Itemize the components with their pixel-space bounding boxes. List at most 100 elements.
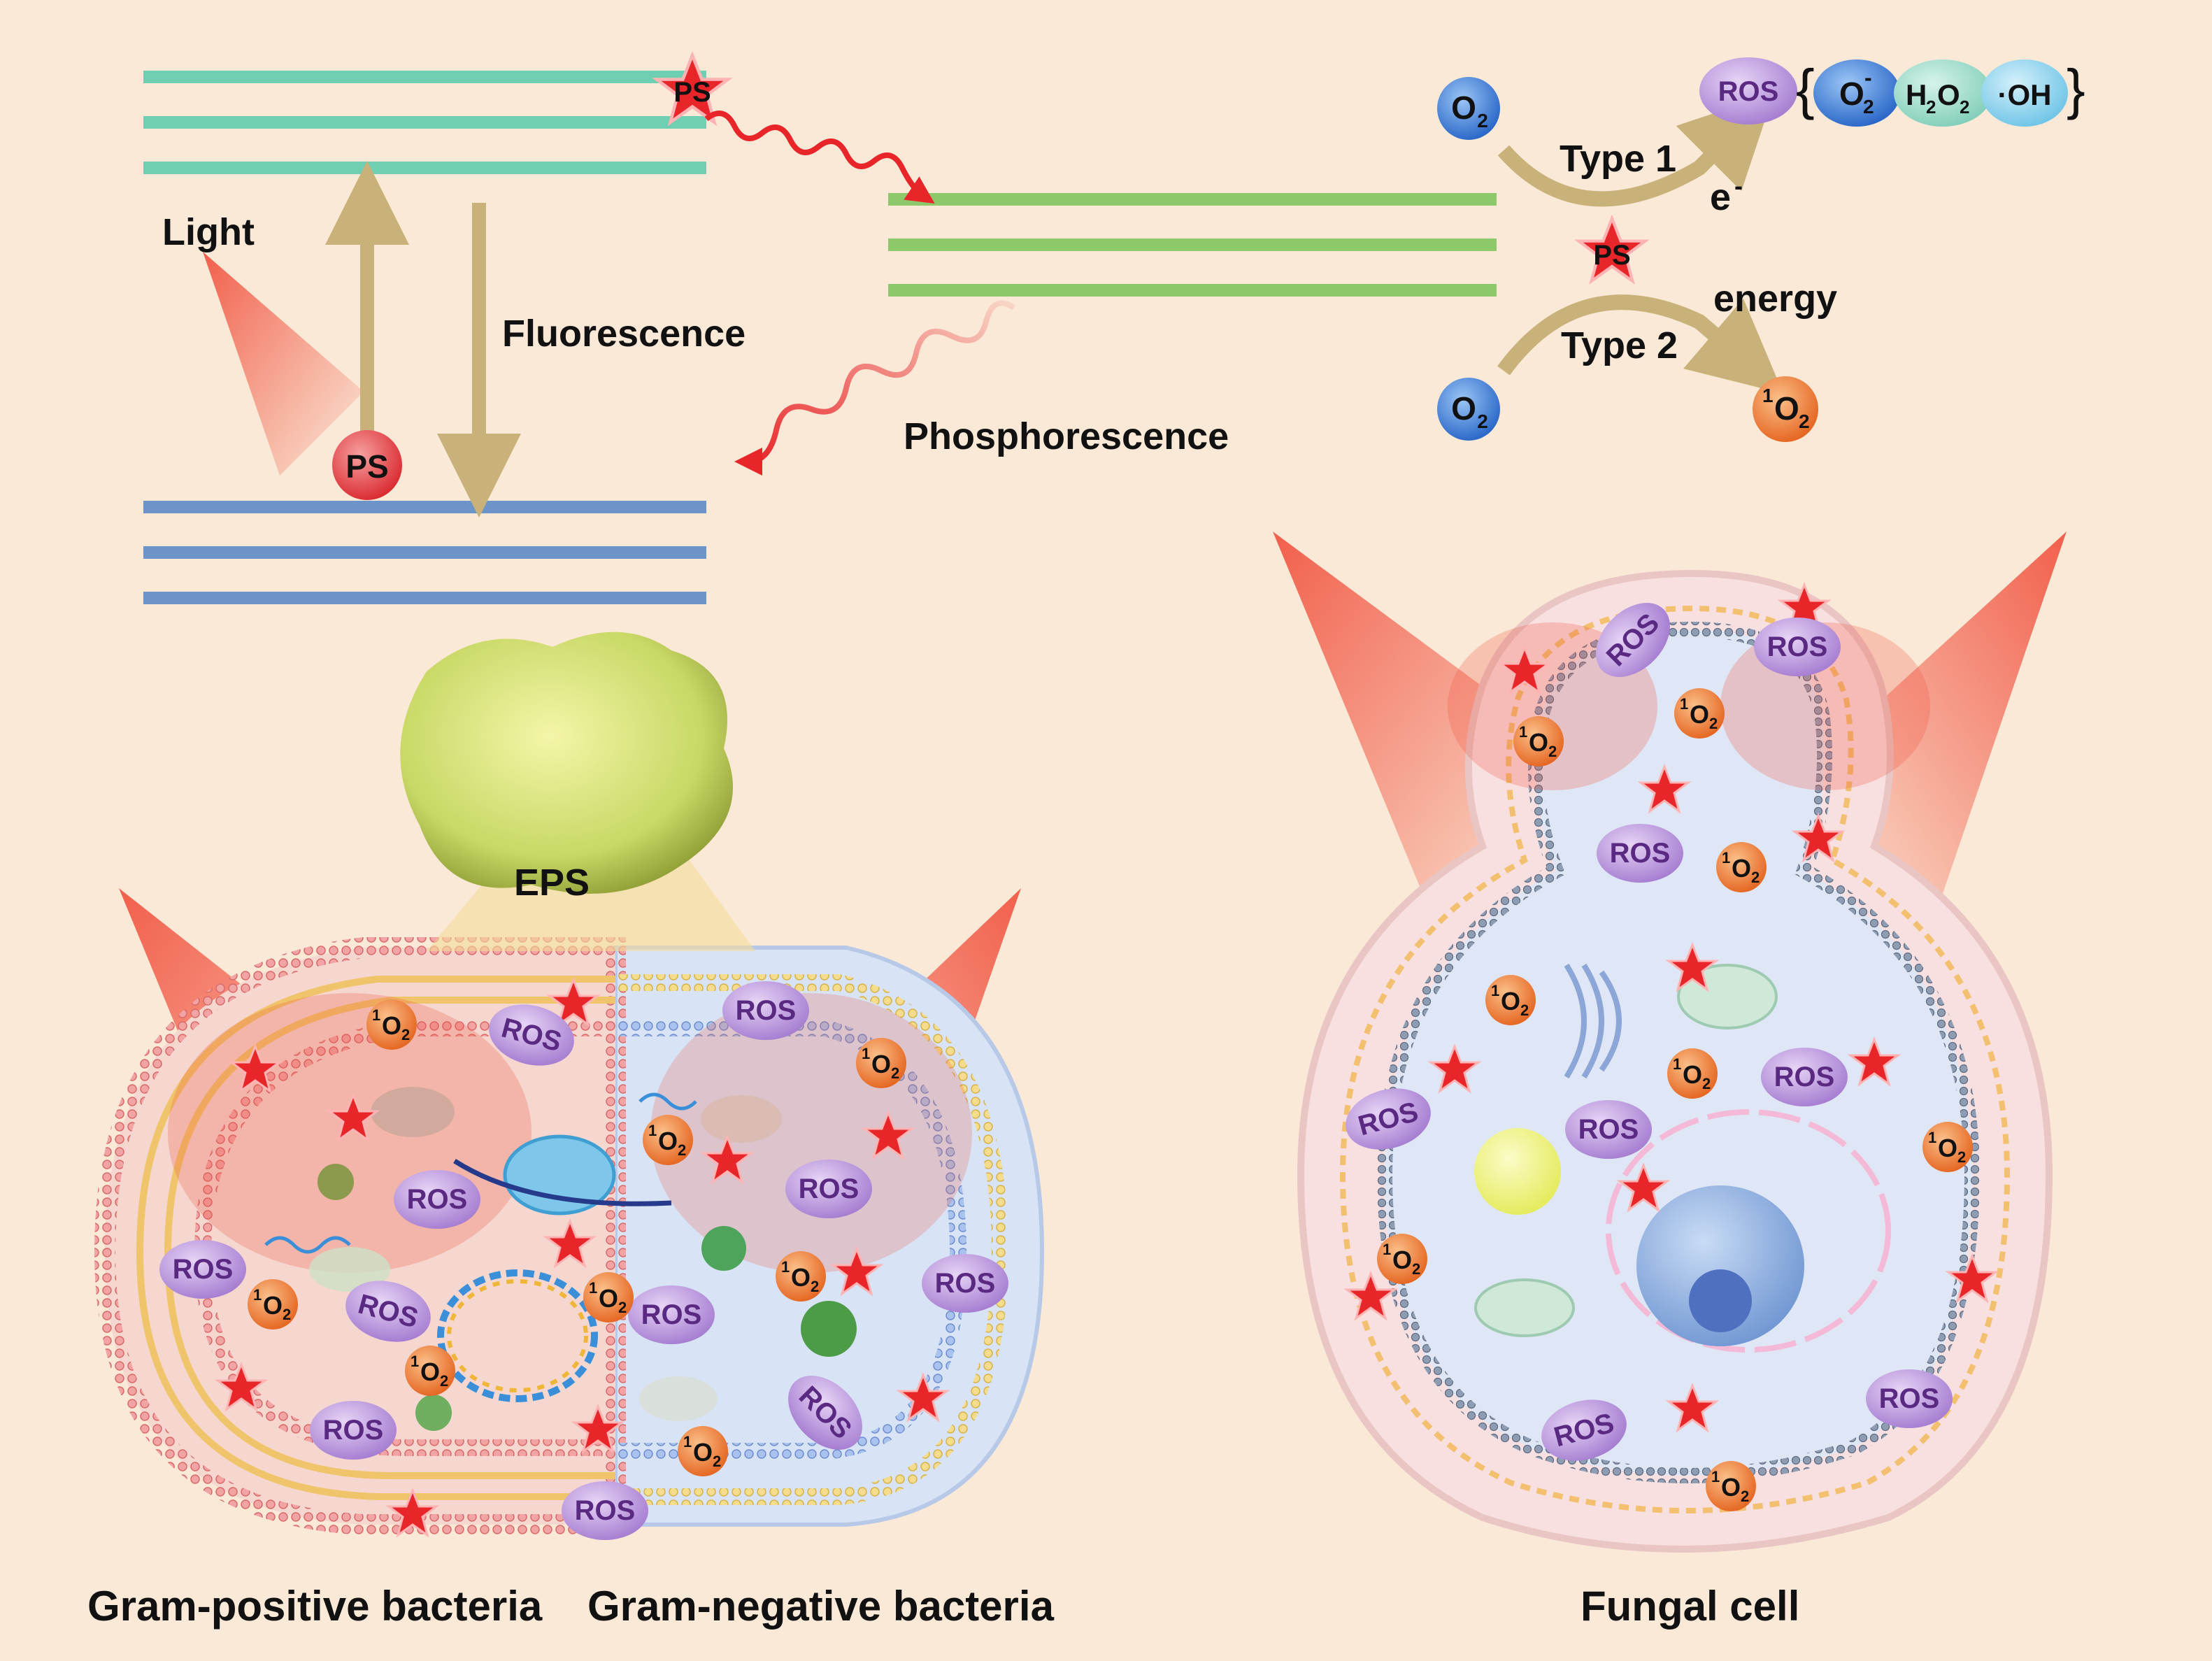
ros-bubble: ROS <box>1541 1399 1627 1461</box>
ros-bubble: ROS <box>310 1401 397 1460</box>
triplet-levels <box>888 193 1497 297</box>
svg-text:2: 2 <box>713 1453 721 1470</box>
mitochondrion-icon <box>1474 1278 1575 1337</box>
dna-plasmid-icon <box>437 1269 598 1402</box>
svg-text:1: 1 <box>1680 695 1688 713</box>
svg-text:2: 2 <box>1751 869 1760 886</box>
svg-text:1: 1 <box>1673 1055 1681 1073</box>
svg-text:O: O <box>1938 1134 1957 1162</box>
svg-text:2: 2 <box>1741 1488 1749 1505</box>
svg-text:1: 1 <box>683 1433 692 1450</box>
ros-bubble: ROS <box>922 1254 1008 1313</box>
ros-bubble: ROS <box>722 981 809 1040</box>
svg-text:2: 2 <box>1702 1075 1711 1092</box>
brace-open: { <box>1796 58 1815 120</box>
svg-text:2: 2 <box>678 1141 686 1159</box>
phosphorescence-wave <box>734 300 1016 476</box>
mitochondrion-icon <box>701 1095 782 1143</box>
svg-text:O: O <box>791 1263 811 1292</box>
ros-bubble: ROS <box>1754 618 1841 676</box>
ground-levels <box>143 501 706 604</box>
svg-text:O: O <box>1774 390 1799 427</box>
svg-text:O: O <box>1451 90 1476 126</box>
svg-text:O: O <box>1839 76 1864 112</box>
ros-bubble: ROS <box>1346 1088 1431 1150</box>
ros-bubble: ROS <box>1761 1048 1848 1106</box>
svg-text:2: 2 <box>891 1064 899 1082</box>
ros-bubble: ROS <box>1597 824 1683 883</box>
svg-text:O: O <box>1721 1473 1741 1502</box>
energy-label: energy <box>1713 278 1837 320</box>
ros-bubble: ROS <box>394 1170 480 1229</box>
hydroxyl-radical-species: ·OH <box>1981 59 2068 127</box>
singlet-oxygen-product: 1 O 2 <box>1753 376 1818 442</box>
type1-label: Type 1 <box>1560 138 1676 180</box>
ros-bubble: ROS <box>489 1004 574 1066</box>
endoplasmic-reticulum-icon <box>1606 1109 1891 1353</box>
svg-text:2: 2 <box>1863 96 1874 117</box>
svg-text:1: 1 <box>1491 982 1499 999</box>
svg-text:1: 1 <box>253 1286 262 1304</box>
svg-text:O: O <box>1937 78 1960 111</box>
svg-text:2: 2 <box>1548 743 1557 760</box>
svg-text:ROS: ROS <box>1718 76 1779 107</box>
dna-fragment-icon <box>638 1092 697 1111</box>
fluorescence-label: Fluorescence <box>502 313 745 355</box>
dna-plasmid-strand <box>447 1279 588 1392</box>
electron-label: e <box>1710 176 1731 218</box>
oxygen-type1: O 2 <box>1437 77 1500 140</box>
hydrogen-peroxide-species: H 2 O 2 <box>1894 59 1992 127</box>
dna-fragment-icon <box>264 1236 351 1254</box>
svg-text:2: 2 <box>1957 1148 1966 1166</box>
light-label: Light <box>162 211 255 253</box>
svg-text:ROS: ROS <box>1578 1114 1639 1145</box>
svg-text:1: 1 <box>411 1353 419 1370</box>
svg-text:2: 2 <box>1520 1001 1529 1019</box>
svg-text:2: 2 <box>283 1306 291 1323</box>
svg-text:ROS: ROS <box>173 1254 234 1285</box>
gram-positive-wall-layer <box>136 976 615 1500</box>
granule-icon <box>801 1301 857 1357</box>
light-glow <box>650 993 972 1273</box>
svg-text:2: 2 <box>811 1278 819 1295</box>
svg-text:PS: PS <box>345 448 388 485</box>
eps-label: EPS <box>514 862 590 904</box>
svg-text:2: 2 <box>401 1026 410 1043</box>
svg-text:·OH: ·OH <box>1998 78 2052 111</box>
nucleolus-icon <box>1689 1269 1752 1332</box>
svg-text:O: O <box>871 1050 891 1078</box>
svg-text:1: 1 <box>1762 385 1774 406</box>
svg-text:1: 1 <box>1519 723 1527 741</box>
svg-text:O: O <box>420 1357 440 1386</box>
svg-text:1: 1 <box>1722 849 1730 867</box>
reaction-scheme: O 2 Type 1 e - PS energy Type 2 O 2 1 O … <box>1437 57 2085 442</box>
svg-text:O: O <box>658 1127 678 1155</box>
svg-text:O: O <box>1392 1246 1412 1274</box>
ros-bubble: ROS <box>1565 1100 1652 1159</box>
granule-icon <box>415 1395 452 1431</box>
gram-negative-label: Gram-negative bacteria <box>587 1583 1055 1630</box>
superoxide-species: O 2 - <box>1813 59 1900 127</box>
svg-text:2: 2 <box>1477 411 1488 432</box>
svg-text:1: 1 <box>1383 1241 1391 1258</box>
svg-text:H: H <box>1906 78 1927 111</box>
svg-text:O: O <box>1683 1060 1702 1089</box>
svg-text:2: 2 <box>1926 97 1936 117</box>
ps-excited-label: PS <box>673 77 711 108</box>
ps-reaction-label: PS <box>1593 240 1630 271</box>
granule-icon <box>701 1226 746 1271</box>
ps-ground-state: PS <box>332 430 402 500</box>
eps-matrix <box>400 632 734 894</box>
svg-text:1: 1 <box>781 1258 790 1276</box>
mrna-strand-icon <box>453 1159 672 1206</box>
svg-text:1: 1 <box>862 1045 870 1062</box>
svg-text:ROS: ROS <box>407 1184 468 1215</box>
phosphorescence-label: Phosphorescence <box>904 415 1229 457</box>
